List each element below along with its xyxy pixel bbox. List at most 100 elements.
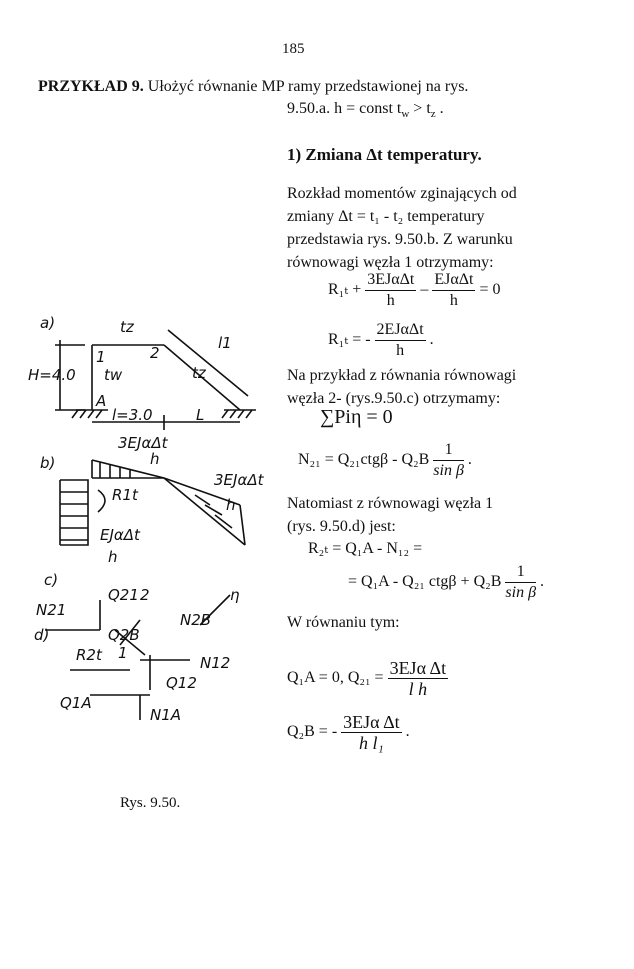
example-label: PRZYKŁAD 9. [38,78,144,95]
header-sub-z: z [430,108,436,121]
equation-sum: ∑Piη = 0 [320,406,393,428]
p1-line: Rozkład momentów zginających od [287,185,517,202]
eq6-num: 3EJα Δt [387,658,449,679]
label-N1A: N1A [150,706,181,724]
label-node-2: 2 [150,344,160,362]
label-Q1A: Q1A [60,694,92,712]
label-tz-top: tz [120,318,135,336]
frame-inclined-bar [163,344,241,411]
paragraph-2: Na przykład z równania równowagi węzła 2… [287,364,516,410]
p1-line: przedstawia rys. 9.50.b. Z warunku [287,231,513,248]
eq2-den: h [396,342,405,359]
label-node-1: 1 [96,348,106,366]
p1-line: równowagi węzła 1 otrzymamy: [287,254,494,271]
eq7-end: . [405,723,410,741]
eq2-end: . [429,331,434,349]
label-node-1d: 1 [118,644,128,662]
eq1-op: – [420,281,429,299]
eq5-num: 1 [505,562,537,583]
eq2-num: 2EJαΔt [374,320,426,341]
label-3eja-top: 3EJαΔt [118,434,169,452]
eq3-den: sin β [433,462,464,479]
label-Q12: Q12 [166,674,197,692]
force-N2B [114,629,146,656]
r1t-arc [97,489,106,513]
label-l1: l1 [218,334,232,352]
eq2-lhs: R₁ₜ = - [328,331,371,349]
force-Q2B [119,619,141,646]
section-title: 1) Zmiana Δt temperatury. [287,145,482,164]
eq6-den: l h [408,679,428,699]
label-A: A [95,392,106,410]
label-c: c) [44,571,58,589]
moment-diagram-incline [163,477,246,546]
eq1-f1-num: 3EJαΔt [365,270,417,291]
label-a: a) [40,314,55,332]
eq3-end: . [467,451,472,469]
label-l30: l=3.0 [112,406,153,424]
eq7-lhs: Q₂B = - [287,723,338,741]
label-R2t: R2t [76,646,103,664]
eq1-f2-num: EJαΔt [432,270,476,291]
eq3-num: 1 [433,440,464,461]
eq5-den: sin β [505,584,537,601]
paragraph-1: Rozkład momentów zginających od zmiany Δ… [287,182,587,274]
p1-line: zmiany Δt = t₁ - t₂ temperatury [287,208,485,225]
label-tw: tw [104,366,123,384]
label-N21: N21 [36,601,66,619]
eta-arrow [199,594,231,626]
label-L: L [196,406,204,424]
label-R1t: R1t [112,486,139,504]
header-line2-mid: > t [409,100,431,117]
eq1-rhs: = 0 [479,281,501,299]
label-Q21: Q21 [108,586,139,604]
eq5-end: . [540,573,545,591]
label-N12: N12 [200,654,230,672]
label-h2: h [226,496,236,514]
example-header: PRZYKŁAD 9. Ułożyć równanie MP ramy prze… [38,76,468,98]
label-b: b) [40,454,55,472]
eq1-lhs: R₁ₜ + [328,281,362,299]
p3-line: (rys. 9.50.d) jest: [287,518,396,535]
eq6-lhs: Q₁A = 0, Q₂₁ = [287,669,384,687]
page-number: 185 [282,41,305,57]
equation-4: R₂ₜ = Q₁A - N₁₂ = [308,540,423,557]
eq3-lhs: N₂₁ = Q₂₁ctgβ - Q₂B [298,451,430,469]
paragraph-3: Natomiast z równowagi węzła 1 (rys. 9.50… [287,492,493,538]
eq7-num: 3EJα Δt [341,712,402,733]
eq7-den: h l₁ [359,733,384,753]
header-line2-end: . [435,100,444,117]
label-tz-side: tz [192,364,207,382]
label-eja-bottom: EJαΔt [100,526,141,544]
eq1-f2-den: h [449,292,458,309]
label-node-2c: 2 [140,586,150,604]
moment-diagram-beam [91,459,165,479]
example-text: Ułożyć równanie MP ramy przedstawionej n… [147,78,469,95]
label-h1: h [150,450,160,468]
label-H: H=4.0 [28,366,76,384]
eq1-f1-den: h [386,292,395,309]
eq5-lhs: = Q₁A - Q₂₁ ctgβ + Q₂B [348,573,502,591]
label-d: d) [34,626,49,644]
frame-figure: a) tz 1 2 tw tz l1 H=4.0 A l=3.0 L 3EJαΔ… [28,314,265,724]
label-h3: h [108,548,118,566]
label-Q2B: Q2B [108,626,140,644]
p2-line: węzła 2- (rys.9.50.c) otrzymamy: [287,390,501,407]
p3-line: Natomiast z równowagi węzła 1 [287,495,494,512]
moment-area-left [60,479,89,546]
header-sub-w: w [401,108,410,121]
label-eta: η [230,586,240,604]
p2-line: Na przykład z równania równowagi [287,367,517,384]
label-N2B: N2B [180,611,211,629]
